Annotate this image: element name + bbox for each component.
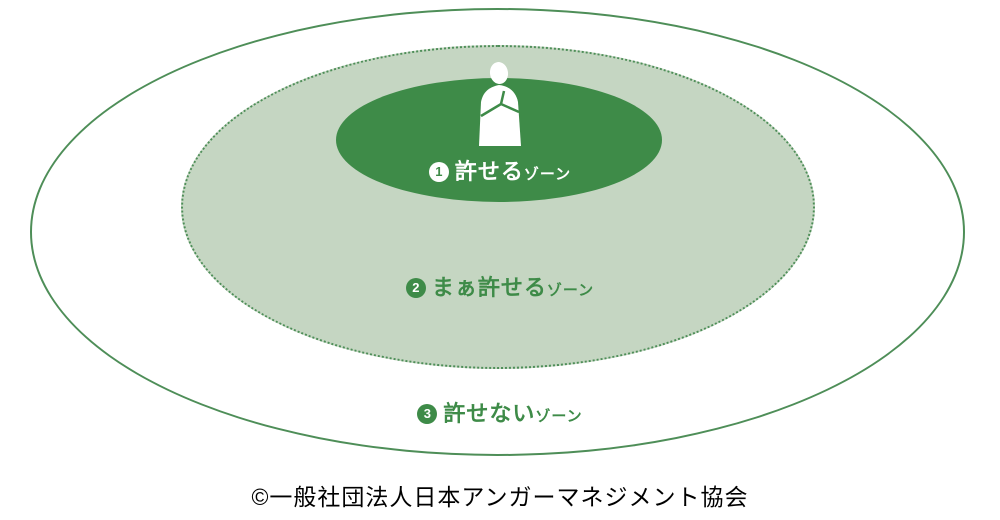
zone3-label-suffix: ゾーン [535, 408, 583, 425]
zone1-label-text: 許せる [454, 159, 524, 184]
zone1-number-badge: 1 [428, 162, 449, 182]
copyright-caption: ©一般社団法人日本アンガーマネジメント協会 [251, 484, 749, 510]
zone3-label-text: 許せない [443, 401, 536, 426]
zone1-label-suffix: ゾーン [523, 166, 572, 183]
zone2-label-text: まぁ許せる [431, 275, 547, 300]
zone2-label-suffix: ゾーン [546, 282, 595, 299]
zone3-number-badge: 3 [417, 404, 438, 424]
zone2-number-badge: 2 [405, 278, 426, 298]
